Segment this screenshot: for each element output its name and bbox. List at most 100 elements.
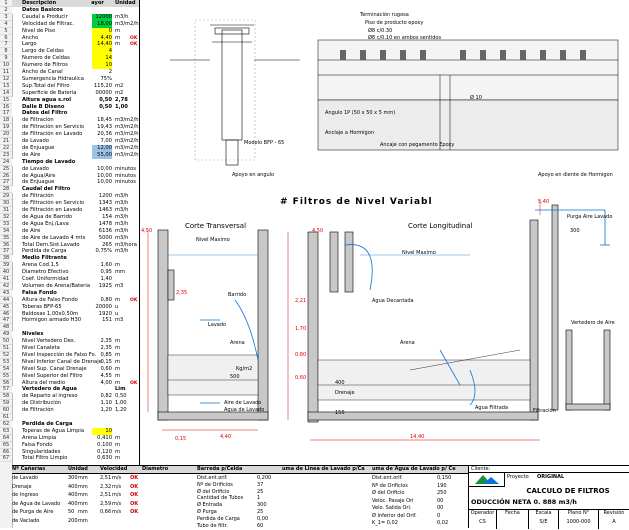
- sweep-param-value[interactable]: 25: [257, 509, 264, 515]
- row-label: Medio Filtrante: [22, 255, 67, 262]
- row-value[interactable]: 151: [102, 317, 112, 324]
- row-value[interactable]: 10: [92, 62, 112, 70]
- row-value[interactable]: 1478: [98, 220, 112, 227]
- wash-param-value[interactable]: 0,150: [437, 475, 452, 481]
- wash-param-label: Ø del Orificio: [372, 490, 405, 496]
- row-number: 57: [0, 386, 12, 394]
- row-value[interactable]: 14: [92, 55, 112, 63]
- row-value[interactable]: 1,20: [100, 407, 112, 414]
- row-value[interactable]: 2: [108, 69, 112, 75]
- wash-param-value[interactable]: 190: [437, 482, 447, 489]
- row-number: 9: [0, 55, 12, 63]
- sweep-param-value[interactable]: 0,200: [257, 475, 272, 481]
- row-value[interactable]: 0,95: [100, 269, 112, 276]
- panel-row: Caudal del Filtro: [12, 186, 139, 194]
- row-value[interactable]: 19,43: [97, 124, 112, 131]
- row-value[interactable]: 18,00: [92, 20, 112, 28]
- row-unit: m: [115, 345, 121, 351]
- wash-param-value[interactable]: 00: [437, 497, 444, 504]
- row-value[interactable]: 20000: [95, 303, 112, 310]
- sweep-param-value[interactable]: 60: [257, 522, 264, 529]
- row-value[interactable]: 7,00: [100, 138, 112, 144]
- wash-param-value[interactable]: 0,02: [437, 520, 449, 526]
- row-number: 12: [0, 76, 12, 83]
- row-value[interactable]: 1200: [98, 193, 112, 200]
- row-unit: m: [115, 455, 121, 462]
- sweep-param-value[interactable]: 1: [257, 495, 261, 502]
- row-value[interactable]: 0,75%: [95, 248, 112, 255]
- row-number: 35: [0, 235, 12, 242]
- row-value[interactable]: 4,55: [100, 372, 112, 379]
- sweep-param-value[interactable]: 37: [257, 481, 264, 488]
- row-value[interactable]: 0,630: [97, 455, 112, 462]
- row-value[interactable]: 6136: [98, 227, 112, 234]
- pipe-cell: m/s: [112, 509, 122, 515]
- sweep-param-value[interactable]: 0,00: [257, 515, 269, 522]
- row-value[interactable]: 0,85: [100, 351, 112, 358]
- row-label: Largo de Celdas: [22, 48, 64, 55]
- row-value[interactable]: 4,00: [100, 379, 112, 386]
- row-number: 17: [0, 110, 12, 118]
- row-value[interactable]: 0,410: [97, 434, 112, 441]
- row-value[interactable]: 18,45: [97, 117, 112, 124]
- wash-param-value[interactable]: 250: [437, 490, 447, 496]
- sweep-label: Barrido: [228, 292, 247, 298]
- row-value[interactable]: 1920: [98, 310, 112, 317]
- row-value[interactable]: 1,60: [100, 262, 112, 269]
- row-value[interactable]: 4: [92, 48, 112, 56]
- row-value[interactable]: 154: [102, 213, 112, 220]
- row-value[interactable]: 0,120: [97, 448, 112, 455]
- row-value[interactable]: 12,00: [92, 144, 112, 152]
- row-value[interactable]: 0,50: [99, 96, 112, 103]
- row-value[interactable]: 1,10: [100, 400, 112, 407]
- row-value[interactable]: 2,35: [100, 345, 112, 351]
- row-value[interactable]: 1,40: [100, 276, 112, 282]
- row-label: Altura de Falso Fondo: [22, 296, 78, 303]
- row-value[interactable]: 0: [92, 27, 112, 35]
- row-value[interactable]: 1343: [98, 200, 112, 207]
- dim-height-2: 4,50: [312, 228, 324, 234]
- row-value[interactable]: 14,40: [92, 41, 112, 49]
- row-label: Numero de Filtros: [22, 62, 68, 69]
- row-value[interactable]: 2,35: [100, 338, 112, 345]
- row-value[interactable]: 4,40: [92, 34, 112, 42]
- row-value[interactable]: 0,82: [100, 393, 112, 400]
- header-wash-water: uma de Agua de Lavado p/ Ce: [372, 466, 468, 474]
- row-value[interactable]: 0,50: [99, 103, 112, 110]
- row-value[interactable]: 5000: [98, 234, 112, 241]
- pipe-cell: de Ingreso: [12, 492, 39, 498]
- row-value[interactable]: 12000: [92, 13, 112, 21]
- row-value[interactable]: 1925: [98, 282, 112, 289]
- caption-angle-support: Apoyo en angulo: [232, 172, 275, 178]
- wash-param-value[interactable]: 0: [437, 512, 441, 519]
- row-value[interactable]: 0,15: [100, 358, 112, 365]
- row-value[interactable]: 0,100: [97, 441, 112, 448]
- row-value[interactable]: 10,00: [97, 172, 112, 179]
- row-value[interactable]: 00000: [95, 89, 112, 96]
- row-number: 54: [0, 366, 12, 373]
- row-value[interactable]: 10,00: [97, 179, 112, 186]
- title-cell-value: 1000-000: [566, 519, 591, 525]
- row-value[interactable]: 10: [92, 427, 112, 435]
- row-value[interactable]: 10,00: [97, 165, 112, 172]
- row-label: Caudal del Filtro: [22, 186, 71, 193]
- row-label: de Enjuague: [22, 144, 55, 151]
- row-value[interactable]: 55,00: [92, 151, 112, 159]
- row-value[interactable]: 1463: [98, 207, 112, 213]
- sweep-param-value[interactable]: 300: [257, 502, 267, 509]
- wash-param-value[interactable]: 00: [437, 505, 444, 511]
- row-value[interactable]: 0,80: [100, 296, 112, 303]
- row-value[interactable]: 0,60: [100, 365, 112, 372]
- sweep-param-value[interactable]: 25: [257, 488, 264, 495]
- row-value[interactable]: 20,36: [97, 131, 112, 138]
- pipe-cell: 400: [68, 492, 78, 498]
- row-number: 11: [0, 69, 12, 76]
- row-value[interactable]: 115,20: [93, 82, 112, 89]
- row-value[interactable]: 75%: [100, 75, 112, 82]
- row-value[interactable]: 265: [102, 241, 112, 248]
